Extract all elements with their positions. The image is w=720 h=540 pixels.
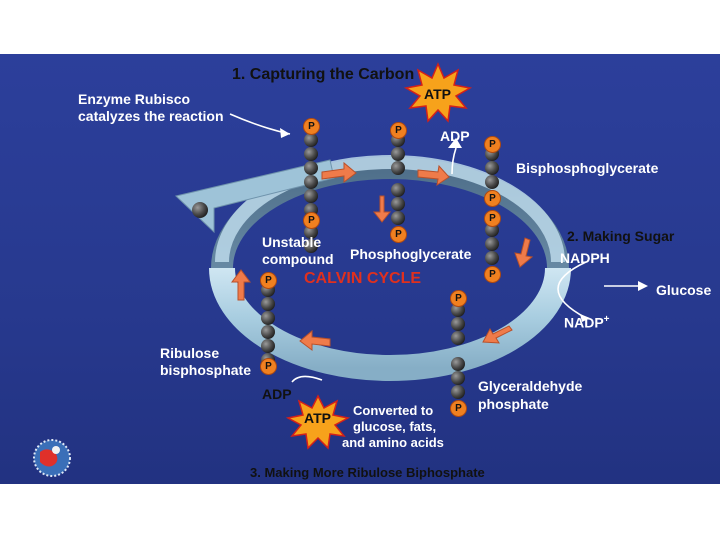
phosphate-tag: P bbox=[450, 290, 467, 307]
cycle-ring-front bbox=[209, 155, 571, 381]
molecule-chains bbox=[192, 133, 499, 399]
globe-logo bbox=[33, 439, 71, 477]
flow-arrows bbox=[231, 161, 534, 351]
phosphate-tag: P bbox=[303, 118, 320, 135]
converted-label-line3: and amino acids bbox=[342, 435, 444, 450]
glyceraldehyde-label-line2: phosphate bbox=[478, 396, 549, 412]
adp-top-label: ADP bbox=[440, 128, 470, 144]
ribulose-label-line2: bisphosphate bbox=[160, 362, 252, 378]
atp-burst-bottom bbox=[285, 394, 351, 450]
calvin-cycle-title: CALVIN CYCLE bbox=[304, 270, 422, 287]
slide-background bbox=[0, 54, 720, 484]
phosphate-tag: P bbox=[303, 212, 320, 229]
atp-burst-top bbox=[403, 62, 473, 123]
unstable-label-line1: Unstable bbox=[262, 234, 322, 250]
converted-label-line2: glucose, fats, bbox=[353, 419, 437, 434]
converted-label-line1: Converted to bbox=[353, 403, 434, 418]
phosphoglycerate-label: Phosphoglycerate bbox=[350, 246, 472, 262]
phosphate-tag: P bbox=[390, 122, 407, 139]
phosphate-tag: P bbox=[484, 190, 501, 207]
phosphate-tag: P bbox=[450, 400, 467, 417]
nadp-label: NADP+ bbox=[564, 314, 610, 331]
step1-title: 1. Capturing the Carbon bbox=[232, 66, 415, 83]
glucose-label: Glucose bbox=[656, 282, 712, 298]
phosphate-tag: P bbox=[484, 136, 501, 153]
phosphate-tag: P bbox=[390, 226, 407, 243]
ribulose-label-line1: Ribulose bbox=[160, 345, 220, 361]
bisphosphoglycerate-label: Bisphosphoglycerate bbox=[516, 160, 659, 176]
step2-title: 2. Making Sugar bbox=[567, 228, 675, 244]
phosphate-tag: P bbox=[484, 266, 501, 283]
atp-top-label: ATP bbox=[424, 86, 451, 102]
arrow-heads bbox=[280, 128, 648, 322]
atp-bottom-label: ATP bbox=[304, 410, 331, 426]
phosphate-tag: P bbox=[260, 358, 277, 375]
step3-title: 3. Making More Ribulose Biphosphate bbox=[250, 465, 485, 480]
adp-bottom-label: ADP bbox=[262, 386, 292, 402]
unstable-label-line2: compound bbox=[262, 251, 334, 267]
glyceraldehyde-label-line1: Glyceraldehyde bbox=[478, 378, 583, 394]
enzyme-label-line1: Enzyme Rubisco bbox=[78, 91, 191, 107]
nadp-superscript: + bbox=[603, 314, 610, 325]
nadp-text: NADP bbox=[564, 314, 604, 331]
phosphate-tag: P bbox=[260, 272, 277, 289]
phosphate-tag: P bbox=[484, 210, 501, 227]
enzyme-label-line2: catalyzes the reaction bbox=[78, 108, 224, 124]
nadph-label: NADPH bbox=[560, 250, 610, 266]
